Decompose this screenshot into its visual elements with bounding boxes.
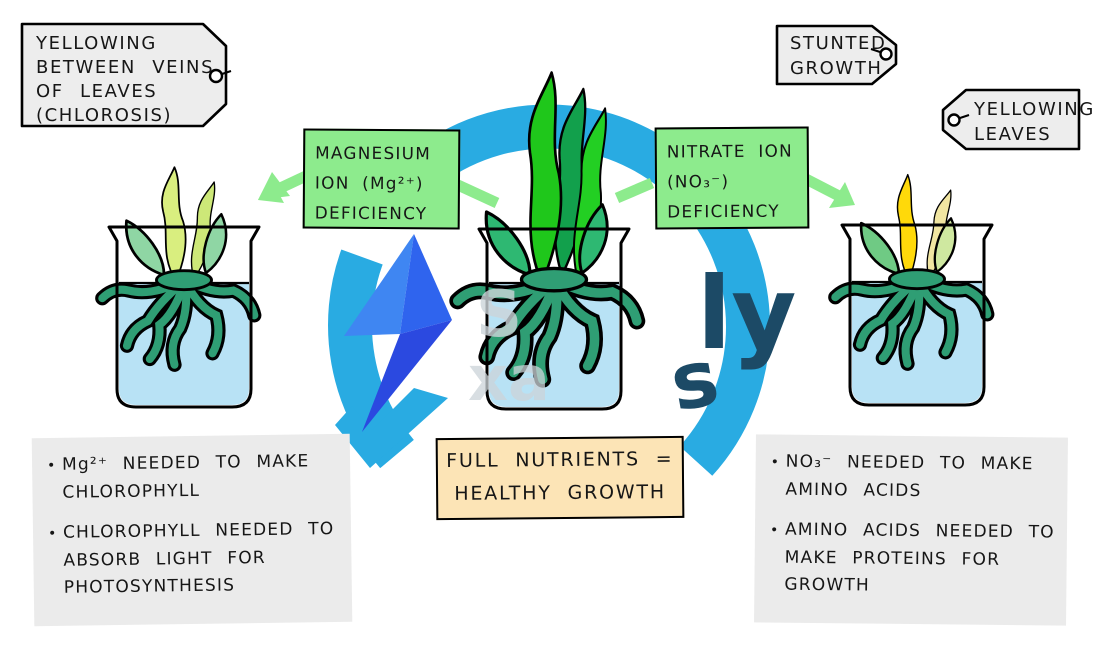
tag-line: (CHLOROSIS) <box>36 105 173 126</box>
tag-stunted-shape <box>775 24 898 86</box>
connector-bar-right <box>614 177 655 204</box>
box-line: FULL NUTRIENTS = <box>446 448 674 472</box>
svg-text:S: S <box>476 278 522 352</box>
arrow-to-left-beaker-icon <box>258 171 309 203</box>
tag-line: GROWTH <box>790 58 883 79</box>
beaker-nitrate-deficient <box>835 173 992 407</box>
magnesium-note: Mg²⁺ NEEDED TO MAKE CHLOROPHYLL CHLOROPH… <box>31 433 353 626</box>
tag-line: LEAVES <box>974 124 1052 145</box>
tag-line: OF LEAVES <box>36 81 158 102</box>
tag-chlorosis: YELLOWING BETWEEN VEINS OF LEAVES (CHLOR… <box>36 32 214 128</box>
svg-text:xa: xa <box>468 342 550 415</box>
beaker-healthy <box>458 71 637 411</box>
box-line: ION (Mg²⁺) <box>314 172 424 194</box>
magnesium-deficiency-box: MAGNESIUM ION (Mg²⁺) DEFICIENCY <box>302 128 461 230</box>
full-nutrients-box: FULL NUTRIENTS = HEALTHY GROWTH <box>435 435 685 521</box>
nitrate-note: NO₃⁻ NEEDED TO MAKE AMINO ACIDS AMINO AC… <box>754 434 1068 626</box>
tag-line: YELLOWING <box>36 33 157 54</box>
box-line: MAGNESIUM <box>315 142 432 164</box>
tag-chlorosis-shape <box>20 22 232 128</box>
box-line: DEFICIENCY <box>667 200 780 222</box>
beaker-magnesium-deficient <box>102 165 259 409</box>
svg-text:ly: ly <box>697 255 796 372</box>
box-line: NITRATE ION <box>666 140 793 162</box>
box-line: DEFICIENCY <box>314 202 428 224</box>
lightning-bolt-watermark-icon <box>344 234 452 432</box>
cycle-arrowhead-icon <box>335 388 448 468</box>
box-line: (NO₃⁻) <box>666 171 730 192</box>
tag-line: STUNTED <box>790 33 887 54</box>
tag-yellowing-leaves: YELLOWING LEAVES <box>974 97 1095 147</box>
nitrate-deficiency-box: NITRATE ION (NO₃⁻) DEFICIENCY <box>654 126 810 230</box>
tag-stunted-growth: STUNTED GROWTH <box>790 31 887 81</box>
note-bullet: NO₃⁻ NEEDED TO MAKE AMINO ACIDS <box>769 449 1056 507</box>
note-bullet: AMINO ACIDS NEEDED TO MAKE PROTEINS FOR … <box>768 517 1055 602</box>
note-bullet: Mg²⁺ NEEDED TO MAKE CHLOROPHYLL <box>46 448 339 507</box>
tag-yellowing-shape <box>941 88 1081 151</box>
tag-line: BETWEEN VEINS <box>36 57 215 78</box>
brand-watermark-text: S ly xa s <box>468 255 796 429</box>
box-line: HEALTHY GROWTH <box>454 481 667 505</box>
arrow-to-right-beaker-icon <box>803 174 855 208</box>
tag-line: YELLOWING <box>974 99 1095 120</box>
note-bullet: CHLOROPHYLL NEEDED TO ABSORB LIGHT FOR P… <box>47 516 340 603</box>
